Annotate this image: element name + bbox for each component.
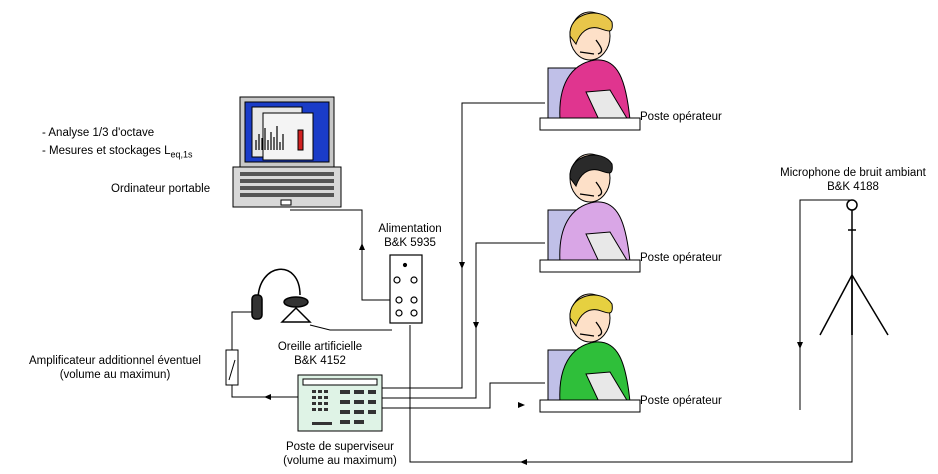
microphone-label: Microphone de bruit ambiant B&K 4188	[758, 166, 938, 194]
amplifier-name: Amplificateur additionnel éventuel	[29, 355, 201, 367]
power-supply-model: B&K 5935	[384, 237, 436, 249]
operator-label-1: Poste opérateur	[640, 111, 722, 123]
power-supply-name: Alimentation	[378, 223, 442, 235]
artificial-ear-model: B&K 4152	[294, 355, 346, 367]
microphone-tripod-illustration	[819, 199, 889, 336]
arrow-left-icon	[264, 394, 271, 400]
operator-figure-1	[539, 11, 641, 131]
artificial-ear-label: Oreille artificielle B&K 4152	[260, 340, 380, 368]
supervisor-label: Poste de superviseur (volume au maximum)	[262, 440, 418, 468]
headphones-illustration	[251, 268, 312, 323]
operator-figure-3	[539, 293, 641, 413]
microphone-name: Microphone de bruit ambiant	[780, 167, 926, 179]
microphone-model: B&K 4188	[827, 181, 879, 193]
amplifier-note: (volume au maximun)	[59, 369, 171, 381]
arrow-down-icon	[797, 342, 803, 349]
supervisor-console-illustration	[297, 374, 383, 432]
arrow-left-icon	[520, 459, 527, 465]
arrow-up-icon	[359, 243, 365, 250]
laptop-bullet-analysis: - Analyse 1/3 d'octave	[42, 127, 155, 139]
amplifier-label: Amplificateur additionnel éventuel (volu…	[10, 354, 220, 382]
amplifier-illustration	[225, 349, 239, 386]
operator-figure-2	[539, 153, 641, 273]
laptop-bullet-measures: - Mesures et stockages Leq,1s	[42, 144, 193, 161]
arrow-right-icon	[518, 402, 525, 408]
power-supply-label: Alimentation B&K 5935	[362, 222, 458, 250]
artificial-ear-name: Oreille artificielle	[277, 341, 363, 353]
laptop-label: Ordinateur portable	[111, 183, 211, 195]
arrow-heads	[264, 243, 803, 465]
supervisor-name: Poste de superviseur	[285, 441, 395, 453]
power-supply-illustration	[389, 254, 423, 324]
operator-label-2: Poste opérateur	[640, 252, 722, 264]
arrow-down-icon	[459, 262, 465, 269]
supervisor-note: (volume au maximum)	[283, 455, 397, 467]
operator-label-3: Poste opérateur	[640, 395, 722, 407]
arrow-down-icon	[473, 322, 479, 329]
laptop-bullet-measures-sub: eq,1s	[170, 149, 193, 160]
operators-group	[539, 11, 641, 413]
laptop-illustration	[232, 96, 342, 208]
laptop-bullet-measures-main: - Mesures et stockages L	[42, 145, 171, 157]
